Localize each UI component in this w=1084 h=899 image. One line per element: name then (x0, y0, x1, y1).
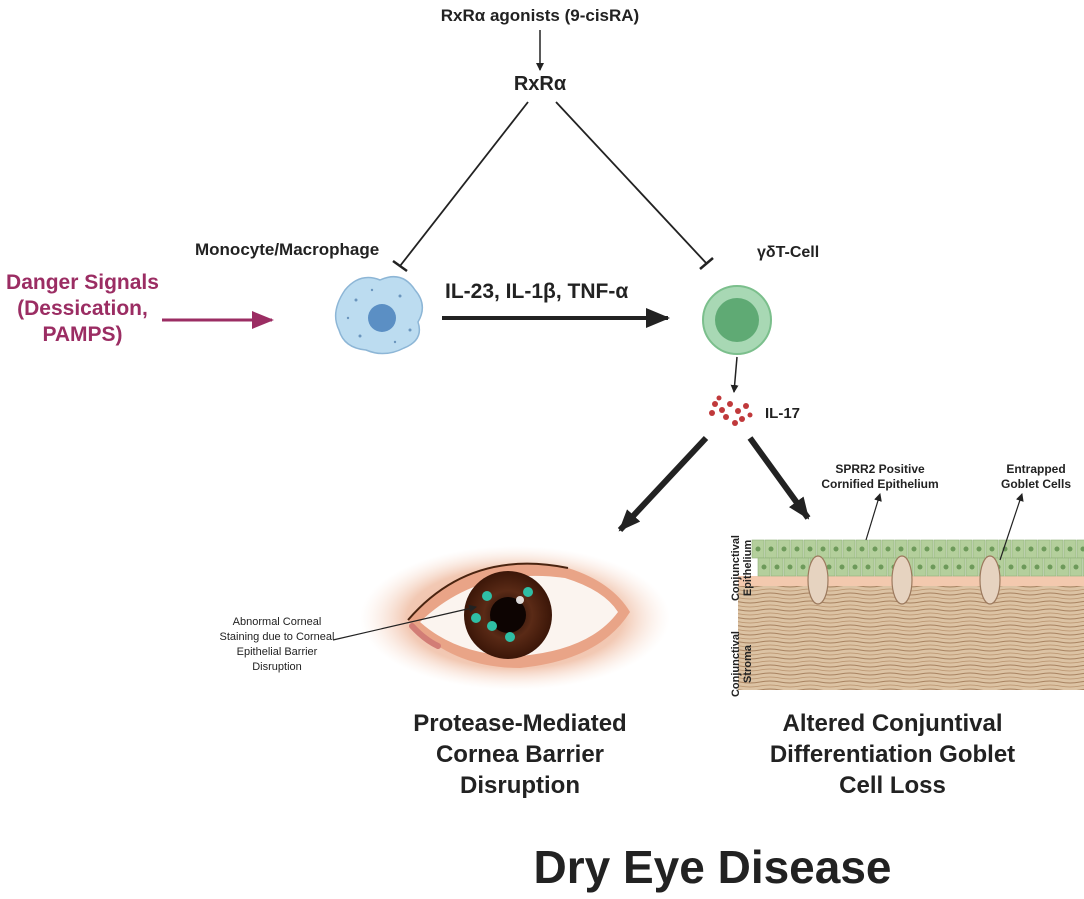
conj-epithelium-label: Conjunctival Epithelium (730, 535, 754, 602)
corneal-stain-spots (471, 587, 533, 642)
epithelial-nucleus (761, 564, 767, 570)
epithelial-nucleus (963, 546, 969, 552)
sprr2-pointer (865, 493, 882, 541)
goblet-pointer (999, 493, 1024, 561)
epithelial-nucleus (956, 564, 962, 570)
epithelial-nucleus (969, 564, 975, 570)
epithelial-nucleus (917, 564, 923, 570)
epithelial-nucleus (1073, 564, 1079, 570)
epithelial-nucleus (1041, 546, 1047, 552)
epithelial-nucleus (794, 546, 800, 552)
epithelial-nucleus (943, 564, 949, 570)
epithelial-nucleus (1034, 564, 1040, 570)
epithelial-nucleus (755, 546, 761, 552)
il17-label: IL-17 (765, 405, 801, 422)
epithelial-nucleus (898, 546, 904, 552)
arrow-to-conjunctiva (747, 436, 811, 520)
protease-outcome-label: Protease-Mediated Cornea Barrier Disrupt… (413, 710, 627, 799)
t-cell (702, 285, 772, 355)
arrow-to-cornea (617, 435, 709, 533)
epithelial-nucleus (1067, 546, 1073, 552)
epithelial-nucleus (774, 564, 780, 570)
epithelial-nucleus (976, 546, 982, 552)
monocyte-cell (334, 275, 424, 355)
corneal-pointer (332, 604, 477, 641)
epithelial-nucleus (800, 564, 806, 570)
rxra-inhibit-tcell (555, 101, 714, 270)
cytokines-label: IL-23, IL-1β, TNF-α (445, 280, 629, 303)
epithelial-nucleus (839, 564, 845, 570)
epithelial-nucleus (852, 564, 858, 570)
epithelial-nucleus (826, 564, 832, 570)
goblet-cell (807, 555, 829, 605)
epithelial-nucleus (1015, 546, 1021, 552)
conjunctiva-tissue (738, 539, 1084, 690)
epithelial-nucleus (846, 546, 852, 552)
epithelial-nucleus (1060, 564, 1066, 570)
epithelial-nucleus (989, 546, 995, 552)
epithelial-nucleus (1008, 564, 1014, 570)
monocyte-label: Monocyte/Macrophage (195, 240, 380, 259)
epithelial-nucleus (820, 546, 826, 552)
danger-signals-label: Danger Signals (Dessication, PAMPS) (6, 271, 159, 346)
rxra-inhibit-monocyte (392, 101, 529, 273)
epithelial-nucleus (1021, 564, 1027, 570)
epithelial-nucleus (924, 546, 930, 552)
epithelial-nucleus (781, 546, 787, 552)
epithelial-nucleus (865, 564, 871, 570)
conj-outcome-label: Altered Conjuntival Differentiation Gobl… (769, 710, 1016, 799)
entrapped-goblet-label: Entrapped Goblet Cells (1000, 462, 1071, 491)
sprr2-label: SPRR2 Positive Cornified Epithelium (821, 462, 939, 491)
epithelial-nucleus (937, 546, 943, 552)
epithelial-nucleus (950, 546, 956, 552)
epithelial-nucleus (787, 564, 793, 570)
epithelial-nucleus (1054, 546, 1060, 552)
receptor-label: RxRα (513, 73, 567, 95)
epithelial-nucleus (768, 546, 774, 552)
epithelial-nucleus (1047, 564, 1053, 570)
epithelial-nucleus (885, 546, 891, 552)
epithelial-nucleus (807, 546, 813, 552)
corneal-staining-label: Abnormal Corneal Staining due to Corneal… (219, 616, 335, 673)
epithelial-nucleus (1028, 546, 1034, 552)
tcell-il17-arrow (730, 356, 739, 393)
disease-title: Dry Eye Disease (533, 841, 892, 893)
epithelial-nucleus (878, 564, 884, 570)
epithelial-nucleus (872, 546, 878, 552)
goblet-cell (891, 555, 913, 605)
agonists-label: RxRα agonists (9-cisRA) (440, 6, 640, 25)
t-cell-label: γδT-Cell (757, 244, 820, 261)
goblet-cell (979, 555, 1001, 605)
eye-illustration (360, 546, 670, 690)
epithelial-nucleus (1080, 546, 1084, 552)
epithelial-nucleus (833, 546, 839, 552)
conj-stroma-label: Conjunctival Stroma (730, 631, 754, 698)
epithelial-nucleus (930, 564, 936, 570)
il17-particles (709, 395, 753, 426)
epithelial-nucleus (911, 546, 917, 552)
epithelial-nucleus (859, 546, 865, 552)
